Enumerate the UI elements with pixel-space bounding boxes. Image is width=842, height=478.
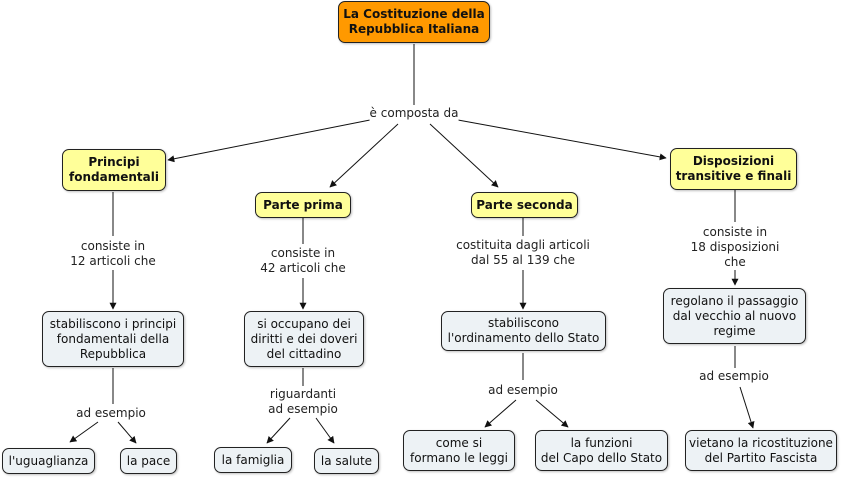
node-vietano[interactable]: vietano la ricostituzione del Partito Fa… xyxy=(685,430,837,471)
edge-esempio-vietano xyxy=(739,386,755,429)
link-label-composta: è composta da xyxy=(369,106,459,121)
root-node-costituzione[interactable]: La Costituzione della Repubblica Italian… xyxy=(338,1,490,43)
edge-composta-parte-seconda xyxy=(429,123,499,188)
link-label-esempio-3: ad esempio xyxy=(488,383,558,398)
link-label-consiste-12: consiste in 12 articoli che xyxy=(70,239,156,269)
edge-composta-principi xyxy=(167,119,371,163)
link-label-riguardanti: riguardanti ad esempio xyxy=(268,387,338,417)
link-label-costituita: costituita dagli articoli dal 55 al 139 … xyxy=(456,238,590,268)
link-label-consiste-18: consiste in 18 disposizioni che xyxy=(681,225,789,270)
node-parte-seconda[interactable]: Parte seconda xyxy=(471,192,578,218)
node-capo-stato[interactable]: la funzioni del Capo dello Stato xyxy=(535,430,668,471)
edge-esempio-pace xyxy=(117,421,137,444)
node-salute[interactable]: la salute xyxy=(314,448,379,474)
edge-esempio-uguaglianza xyxy=(69,421,99,443)
node-pace[interactable]: la pace xyxy=(120,448,177,474)
node-famiglia[interactable]: la famiglia xyxy=(214,447,292,473)
node-disposizioni-transitive[interactable]: Disposizioni transitive e finali xyxy=(670,148,797,190)
edge-composta-parte-prima xyxy=(329,123,399,188)
link-label-esempio-4: ad esempio xyxy=(699,369,769,384)
link-label-esempio-1: ad esempio xyxy=(76,406,146,421)
node-leggi[interactable]: come si formano le leggi xyxy=(403,430,515,471)
edge-esempio-leggi xyxy=(484,399,517,428)
node-uguaglianza[interactable]: l'uguaglianza xyxy=(2,448,95,474)
edge-esempio-capo xyxy=(535,399,569,428)
link-label-consiste-42: consiste in 42 articoli che xyxy=(260,246,346,276)
edge-composta-disposizioni xyxy=(457,119,667,161)
node-stabiliscono-ordinamento[interactable]: stabiliscono l'ordinamento dello Stato xyxy=(441,311,606,351)
node-si-occupano[interactable]: si occupano dei diritti e dei doveri del… xyxy=(244,311,364,367)
node-parte-prima[interactable]: Parte prima xyxy=(255,192,351,218)
node-principi-fondamentali[interactable]: Principi fondamentali xyxy=(62,149,166,191)
edge-riguardanti-salute xyxy=(315,417,335,444)
node-stabiliscono-principi[interactable]: stabiliscono i principi fondamentali del… xyxy=(42,311,184,367)
edge-riguardanti-famiglia xyxy=(266,417,291,444)
node-regolano[interactable]: regolano il passaggio dal vecchio al nuo… xyxy=(663,288,806,344)
